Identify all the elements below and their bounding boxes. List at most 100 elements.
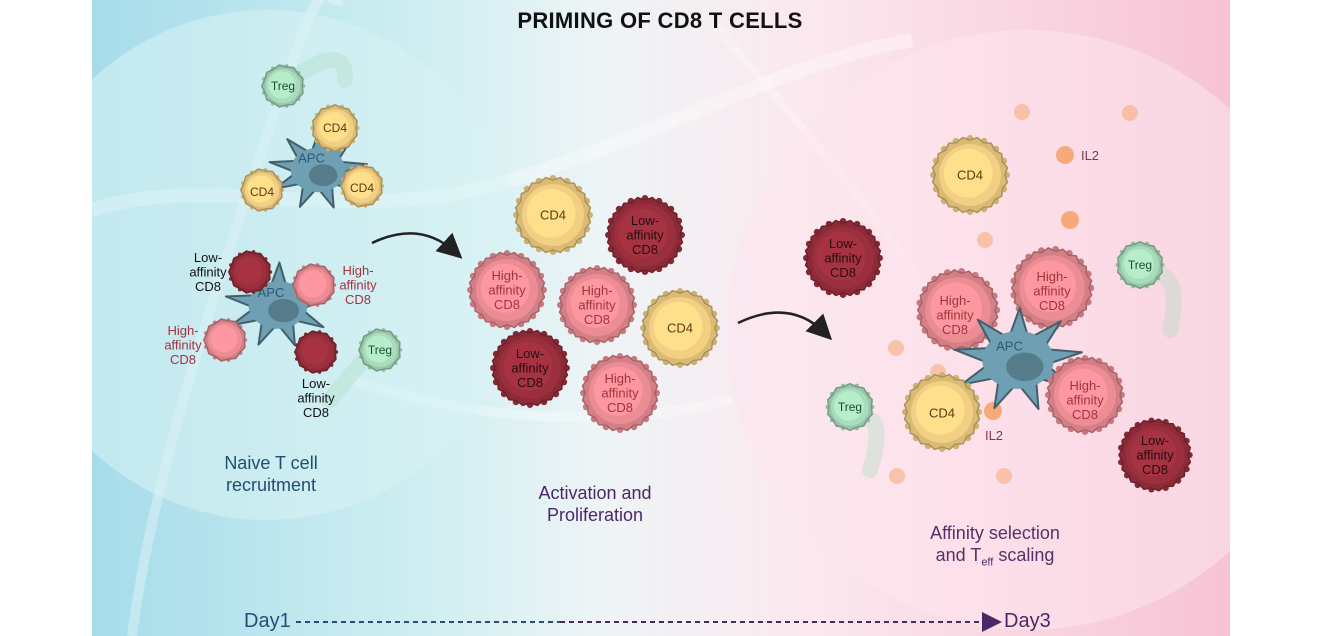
lbl-high-1-text: affinity — [339, 278, 377, 293]
stage3-high-cd8-1-nucleus — [930, 282, 982, 334]
high-cd8-cell-2-nucleus — [210, 325, 238, 353]
stage2-cell-6-text: CD8 — [517, 375, 543, 390]
selection-line2: and Teff scaling — [905, 544, 1085, 574]
stage2-cell-3-text: affinity — [488, 283, 526, 298]
stage3-high-cd8-2-text: affinity — [1033, 284, 1071, 299]
il2-dot — [889, 468, 905, 484]
lbl-low-1-text: Low- — [194, 250, 222, 265]
stage3-high-cd8-1-text: CD8 — [942, 322, 968, 337]
il2-dot — [888, 340, 904, 356]
treg-cell-1-nucleus — [268, 71, 296, 99]
stage3-cd4-2-text: CD4 — [929, 406, 955, 421]
selection-tail: scaling — [993, 545, 1055, 565]
stage2-cell-2-nucleus — [618, 208, 668, 258]
arrow-to-selection — [737, 311, 833, 341]
stage2-cell-5-text: CD4 — [667, 321, 693, 336]
stage3-high-cd8-3-text: High- — [1069, 378, 1100, 393]
stage2-cell-6-text: affinity — [511, 361, 549, 376]
il2-dot — [1061, 211, 1079, 229]
lbl-high-2-text: affinity — [164, 338, 202, 353]
stage3-high-cd8-3-text: affinity — [1066, 393, 1104, 408]
lbl-high-1-text: High- — [342, 263, 373, 278]
low-cd8-cell-2-nucleus — [301, 337, 329, 365]
cd4-cell-2: CD4 — [239, 168, 285, 212]
cd4-cell-2-nucleus — [247, 175, 275, 203]
treg-cell-2: Treg — [357, 328, 403, 372]
stage3-low-cd8-2-text: Low- — [1141, 433, 1169, 448]
stage3-high-cd8-2-text: CD8 — [1039, 298, 1065, 313]
stage3-treg-1-text: Treg — [1128, 258, 1152, 272]
stage2-cell-6-text: Low- — [516, 346, 544, 361]
lbl-low-2-text: CD8 — [303, 405, 329, 420]
stage2-cell-7-nucleus — [593, 366, 643, 416]
low-cd8-cell-1-nucleus — [235, 257, 263, 285]
apc-cell-mid-nucleus — [268, 298, 299, 323]
stage3-high-cd8-3-nucleus — [1058, 368, 1108, 418]
stage2-cell-5-nucleus — [653, 301, 703, 351]
stage3-low-cd8-1-text: Low- — [829, 236, 857, 251]
il2-label-2: IL2 — [985, 428, 1003, 443]
stage3-treg-1: Treg — [1115, 240, 1165, 290]
apc-cell-top-label: APC — [298, 151, 325, 166]
il2-dot — [977, 232, 993, 248]
il2-dot — [996, 468, 1012, 484]
stage2-cell-2-text: affinity — [626, 228, 664, 243]
figure-title: PRIMING OF CD8 T CELLS — [517, 8, 803, 33]
lbl-low-2-text: Low- — [302, 376, 330, 391]
stage2-cell-3-text: CD8 — [494, 297, 520, 312]
stage3-cd4-1: CD4 — [930, 135, 1010, 215]
lbl-low-1-text: CD8 — [195, 279, 221, 294]
low-cd8-cell-1 — [227, 250, 273, 294]
stage3-low-cd8-1-nucleus — [816, 231, 866, 281]
stage3-treg-2-text: Treg — [838, 400, 862, 414]
stage3-high-cd8-2-nucleus — [1024, 260, 1076, 312]
il2-dot — [1056, 146, 1074, 164]
stage2-cell-7-text: affinity — [601, 386, 639, 401]
stage2-cell-4-nucleus — [570, 278, 620, 328]
stage2-cell-1-text: CD4 — [540, 208, 566, 223]
stage2-cell-3-nucleus — [480, 263, 530, 313]
il2-dot — [984, 402, 1002, 420]
stage3-high-cd8-1-text: High- — [939, 293, 970, 308]
stage-label-selection: Affinity selection and Teff scaling — [905, 522, 1085, 574]
lbl-low-1-text: affinity — [189, 265, 227, 280]
stage2-cell-2-text: Low- — [631, 213, 659, 228]
stage3-cd4-1-text: CD4 — [957, 168, 983, 183]
stage3-high-cd8-1-text: affinity — [936, 308, 974, 323]
stage3-low-cd8-2-text: CD8 — [1142, 462, 1168, 477]
stage3-treg-2-nucleus — [833, 390, 864, 421]
stage2-cell-5: CD4 — [640, 288, 720, 368]
stage2-cell-6-nucleus — [503, 341, 553, 391]
stage3-cd4-2: CD4 — [902, 372, 982, 452]
stage3-cd4-1-nucleus — [943, 148, 993, 198]
stage2-cell-4-text: CD8 — [584, 312, 610, 327]
cd4-cell-1-text: CD4 — [323, 121, 347, 135]
low-cd8-cell-2 — [293, 330, 339, 374]
il2-dot — [1014, 104, 1030, 120]
stage3-treg-1-nucleus — [1123, 248, 1154, 279]
stage2-cell-7-text: CD8 — [607, 400, 633, 415]
stage2-cell-1-nucleus — [526, 188, 576, 238]
stage-label-recruitment: Naive T cell recruitment — [224, 453, 318, 495]
timeline-start-label: Day1 — [244, 610, 291, 632]
stage3-low-cd8-2-nucleus — [1130, 430, 1177, 477]
il2-label-1: IL2 — [1081, 148, 1099, 163]
treg-cell-2-nucleus — [365, 335, 393, 363]
stage3-high-cd8-3-text: CD8 — [1072, 407, 1098, 422]
selection-line1: Affinity selection — [930, 523, 1060, 543]
cd4-cell-3-nucleus — [347, 171, 375, 199]
stage-label-activation: Activation and Proliferation — [538, 483, 652, 525]
treg-cell-1-text: Treg — [271, 79, 295, 93]
